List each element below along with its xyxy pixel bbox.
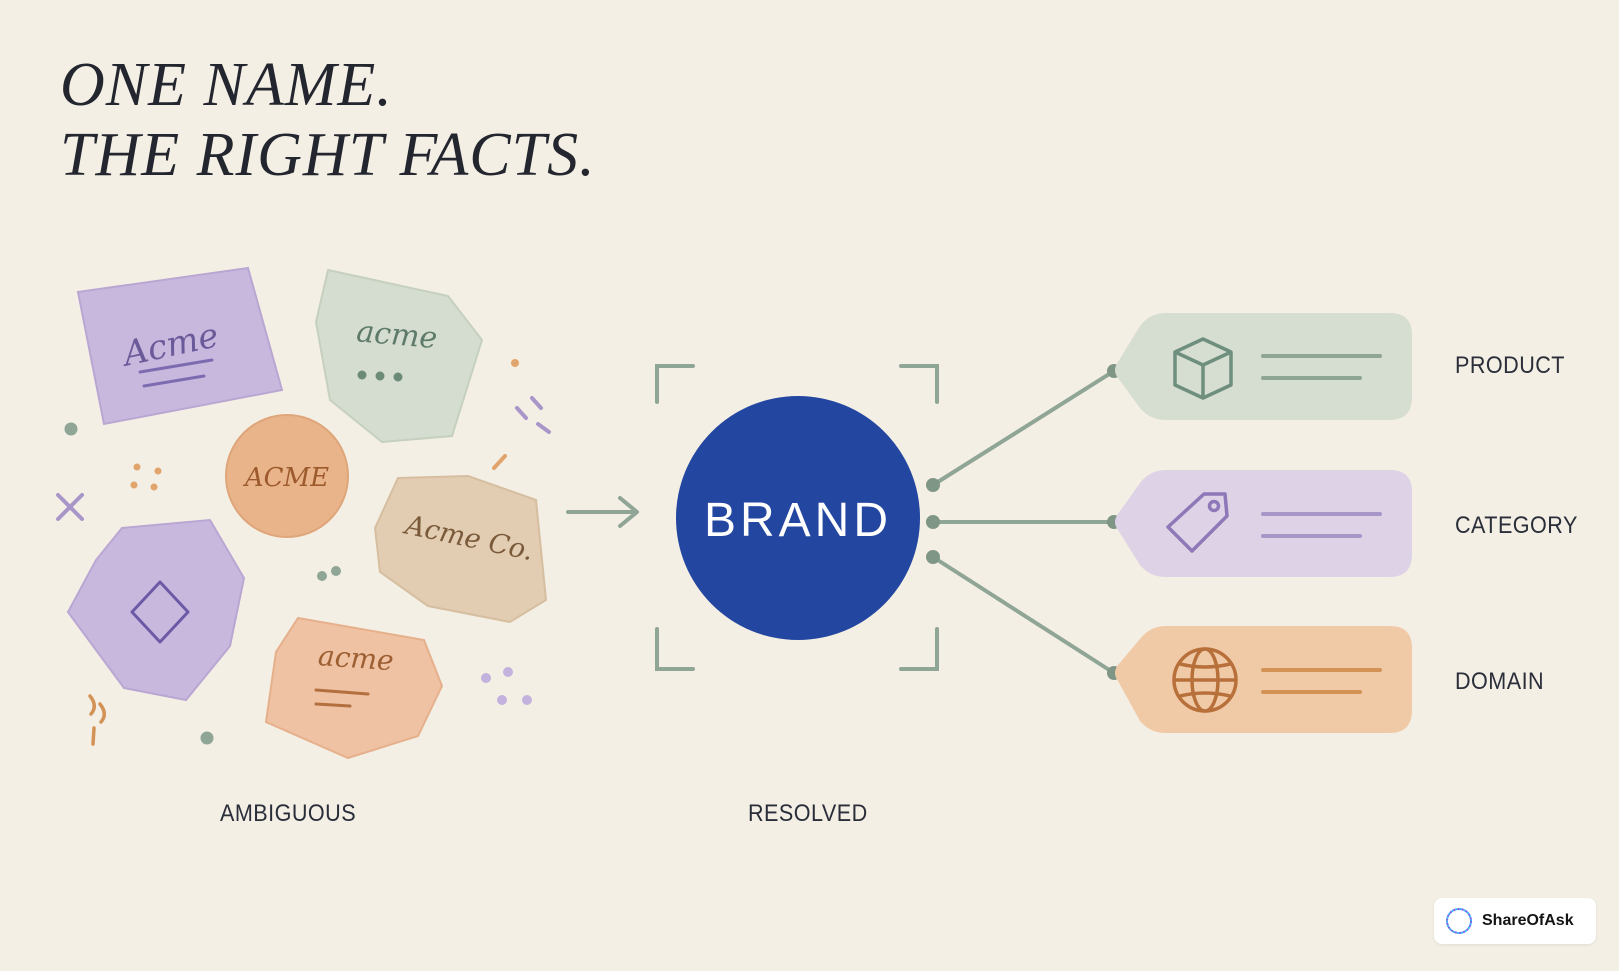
resolved-label: RESOLVED xyxy=(748,800,868,827)
fact-tag-domain xyxy=(1115,626,1412,733)
fact-tag-category xyxy=(1115,470,1412,577)
focus-brackets xyxy=(655,364,939,671)
fact-label-product: PRODUCT xyxy=(1455,352,1565,379)
ambiguous-card-text: ACME xyxy=(243,463,329,493)
fact-label-domain: DOMAIN xyxy=(1455,668,1545,695)
cube-icon xyxy=(1173,337,1233,400)
ambiguous-card-acme: Acme xyxy=(76,266,284,426)
resolve-arrow xyxy=(566,496,639,528)
price-tag-icon xyxy=(1166,492,1229,553)
brand-badge-name: ShareOfAsk xyxy=(1482,912,1574,929)
brand-node: BRAND xyxy=(676,396,920,640)
ambiguous-cluster: Acme acme ACME Acme Co. xyxy=(56,266,551,760)
fact-tag-product xyxy=(1115,313,1412,420)
ambiguous-card-text: acme xyxy=(355,314,439,356)
ambiguous-card-text: acme xyxy=(317,639,395,677)
confetti-decoration xyxy=(56,359,551,746)
ambiguous-label: AMBIGUOUS xyxy=(220,800,357,827)
ambiguous-card-acme-caps: ACME xyxy=(225,414,349,538)
brand-badge[interactable]: ShareOfAsk xyxy=(1434,898,1596,944)
shareofask-logo-icon xyxy=(1446,908,1472,934)
ambiguous-card-acme-lower: acme xyxy=(314,268,484,444)
ambiguous-card-acme-peach: acme xyxy=(264,616,444,760)
globe-icon xyxy=(1172,647,1238,713)
page-title: ONE NAME. THE RIGHT FACTS. xyxy=(60,50,596,190)
diamond-icon xyxy=(130,580,190,644)
ambiguous-card-diamond xyxy=(66,518,246,702)
fact-label-category: CATEGORY xyxy=(1455,512,1578,539)
title-line-1: ONE NAME. xyxy=(60,51,393,119)
fact-connectors xyxy=(931,369,1116,675)
title-line-2: THE RIGHT FACTS. xyxy=(60,121,596,189)
brand-label: BRAND xyxy=(704,494,892,547)
ambiguous-card-acme-co: Acme Co. xyxy=(373,474,548,624)
